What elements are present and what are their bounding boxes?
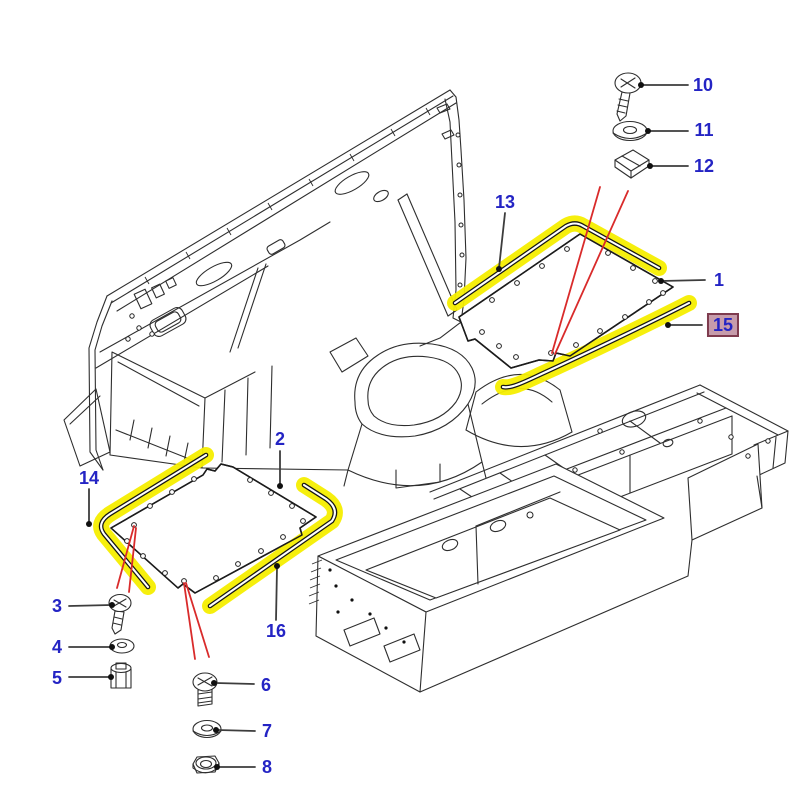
callout-4[interactable]: 4 bbox=[51, 637, 63, 657]
screw-6-icon[interactable] bbox=[192, 672, 218, 707]
callout-10[interactable]: 10 bbox=[692, 75, 714, 95]
panel-right-outline bbox=[458, 233, 674, 369]
chassis-right-end bbox=[687, 384, 789, 577]
callout-14[interactable]: 14 bbox=[78, 468, 100, 488]
callout-2[interactable]: 2 bbox=[274, 429, 286, 449]
panel-right-screw-holes bbox=[479, 246, 666, 360]
bulkhead-drawing bbox=[63, 89, 573, 489]
seal-strips[interactable] bbox=[98, 221, 692, 609]
screw-3-icon[interactable] bbox=[108, 593, 132, 635]
washer-11-icon[interactable] bbox=[612, 120, 648, 142]
rail-rivet-ticks bbox=[144, 107, 431, 285]
bulkhead-slots bbox=[149, 171, 389, 337]
pillar-holes bbox=[455, 132, 465, 288]
callout-1[interactable]: 1 bbox=[713, 270, 725, 290]
seat-box bbox=[308, 463, 689, 693]
callout-12[interactable]: 12 bbox=[693, 156, 715, 176]
washer-7-icon[interactable] bbox=[192, 719, 222, 739]
hinge-cluster bbox=[125, 277, 177, 342]
chassis-drawing bbox=[308, 384, 789, 693]
callout-7[interactable]: 7 bbox=[261, 721, 273, 741]
transmission-tunnel bbox=[329, 321, 487, 489]
footwell bbox=[63, 351, 349, 471]
callout-5[interactable]: 5 bbox=[51, 668, 63, 688]
clip-12-icon[interactable] bbox=[614, 149, 650, 179]
red-location-lines bbox=[116, 186, 629, 660]
callout-15-selected[interactable]: 15 bbox=[706, 313, 740, 337]
wheel-arch bbox=[465, 373, 573, 448]
callout-16[interactable]: 16 bbox=[265, 621, 287, 641]
screw-10-icon[interactable] bbox=[614, 72, 642, 122]
callout-13[interactable]: 13 bbox=[494, 192, 516, 212]
panel-left-outline bbox=[110, 463, 317, 594]
captive-nut-5-icon[interactable] bbox=[110, 662, 132, 689]
callout-3[interactable]: 3 bbox=[51, 596, 63, 616]
seat-box-hatching bbox=[308, 559, 323, 605]
panel-left-screw-holes bbox=[124, 476, 306, 584]
callout-11[interactable]: 11 bbox=[694, 120, 714, 140]
callout-6[interactable]: 6 bbox=[260, 675, 272, 695]
seat-box-bolt-holes bbox=[328, 568, 406, 644]
leader-lines bbox=[68, 82, 706, 770]
nut-8-icon[interactable] bbox=[192, 755, 220, 774]
washer-4-icon[interactable] bbox=[109, 638, 135, 654]
callout-8[interactable]: 8 bbox=[261, 757, 273, 777]
